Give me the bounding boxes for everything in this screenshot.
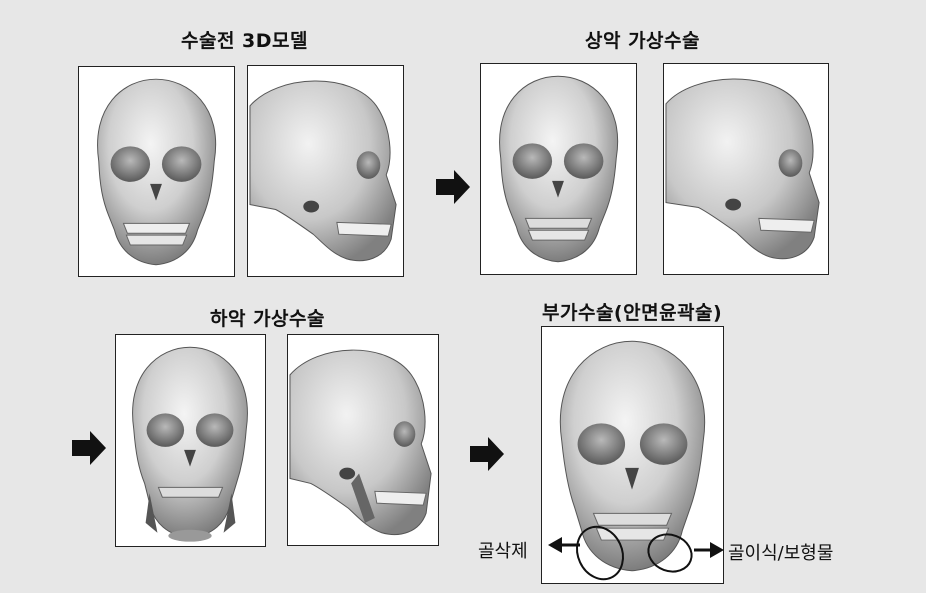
maxilla-lateral-skull-panel xyxy=(663,63,829,275)
frontal-skull-image xyxy=(116,335,265,546)
bone-graft-implant-label: 골이식/보형물 xyxy=(728,539,833,565)
maxilla-title: 상악 가상수술 xyxy=(585,26,700,53)
frontal-skull-image xyxy=(481,64,636,274)
preop-frontal-skull-panel xyxy=(78,66,235,277)
bone-resection-label: 골삭제 xyxy=(478,537,528,563)
additional-frontal-skull-panel xyxy=(541,326,724,584)
preop-lateral-skull-panel xyxy=(247,65,404,277)
frontal-skull-image xyxy=(79,67,234,276)
right-arrow-icon xyxy=(72,431,106,465)
mandible-frontal-skull-panel xyxy=(115,334,266,547)
lateral-skull-image xyxy=(664,64,828,274)
additional-title: 부가수술(안면윤곽술) xyxy=(542,298,722,325)
preop-title: 수술전 3D모델 xyxy=(181,26,308,53)
lateral-skull-image xyxy=(288,335,438,545)
frontal-skull-image xyxy=(542,327,723,583)
right-arrow-icon xyxy=(470,437,504,471)
mandible-lateral-skull-panel xyxy=(287,334,439,546)
maxilla-frontal-skull-panel xyxy=(480,63,637,275)
mandible-title: 하악 가상수술 xyxy=(210,304,325,331)
right-arrow-icon xyxy=(436,170,470,204)
lateral-skull-image xyxy=(248,66,403,276)
